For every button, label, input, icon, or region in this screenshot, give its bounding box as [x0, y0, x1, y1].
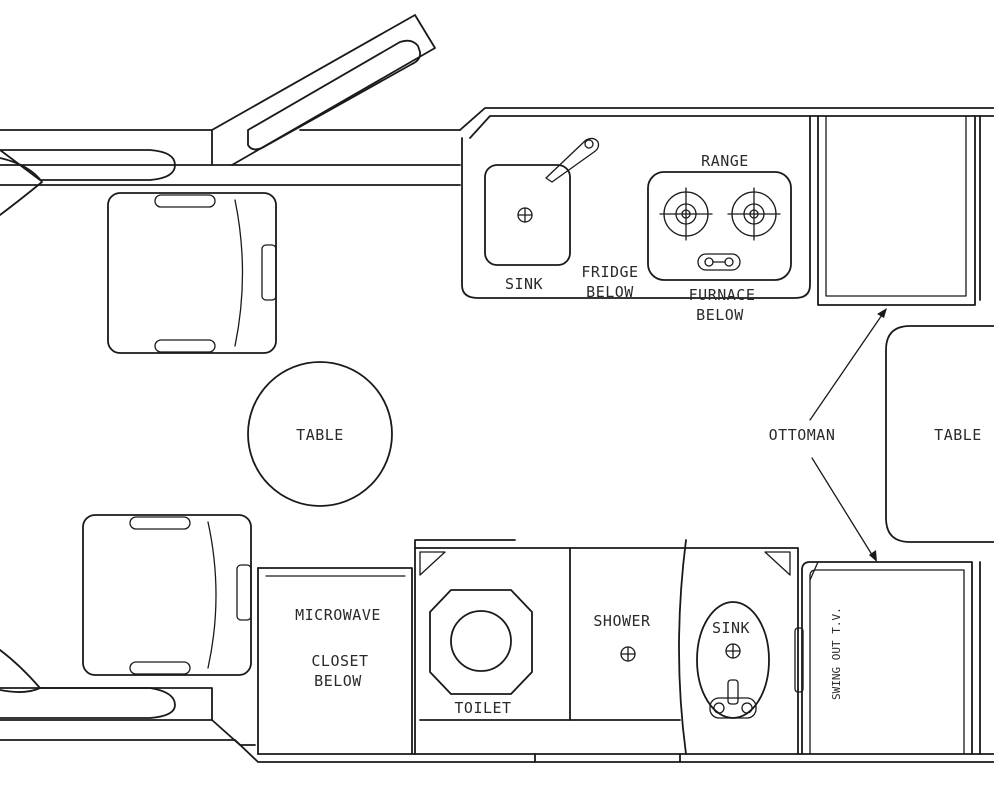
toilet-label: TOILET — [454, 699, 511, 717]
dinette-table: TABLE — [885, 325, 994, 543]
entry-door — [211, 14, 436, 166]
microwave-closet: MICROWAVE CLOSET BELOW — [257, 567, 413, 755]
tv-cabinet: SWING OUT T.V. — [794, 561, 981, 755]
range-label: RANGE — [701, 152, 749, 170]
bathroom: TOILET SHOWER SINK — [414, 539, 799, 755]
shower: SHOWER — [593, 612, 651, 662]
bath-faucet-icon — [709, 679, 757, 719]
closet-label-1: CLOSET — [311, 652, 368, 670]
captain-chair-top — [0, 149, 277, 354]
captain-chair-bottom — [0, 514, 252, 719]
bath-vanity: SINK — [678, 539, 770, 755]
bath-sink-label: SINK — [712, 619, 750, 637]
closet-label-2: BELOW — [314, 672, 362, 690]
ottoman-label: OTTOMAN — [769, 426, 836, 444]
shower-label: SHOWER — [593, 612, 651, 630]
ottoman-callout: OTTOMAN — [769, 308, 887, 562]
range-control-icon — [697, 253, 741, 271]
galley-sink-drain-icon — [517, 207, 533, 223]
round-table: TABLE — [247, 361, 393, 507]
table-left-label: TABLE — [296, 426, 344, 444]
ottoman-top — [817, 115, 981, 306]
burner-left-icon — [659, 187, 713, 241]
galley-sink-label: SINK — [505, 275, 543, 293]
galley-counter: SINK FRIDGE BELOW RANGE FURNACE BELOW — [461, 115, 811, 324]
faucet-icon — [545, 137, 600, 183]
bath-sink-drain-icon — [725, 643, 741, 659]
table-right-label: TABLE — [934, 426, 982, 444]
burner-right-icon — [727, 187, 781, 241]
fridge-label-2: BELOW — [586, 283, 634, 301]
galley-sink-basin — [484, 164, 571, 266]
furnace-label-1: FURNACE — [689, 286, 756, 304]
furnace-label-2: BELOW — [696, 306, 744, 324]
swing-tv-label: SWING OUT T.V. — [830, 607, 843, 700]
fridge-label-1: FRIDGE — [581, 263, 638, 281]
range-cooktop — [647, 171, 792, 281]
outer-walls — [0, 107, 994, 763]
toilet: TOILET — [429, 589, 533, 717]
shower-drain-icon — [620, 646, 636, 662]
microwave-label: MICROWAVE — [295, 606, 381, 624]
